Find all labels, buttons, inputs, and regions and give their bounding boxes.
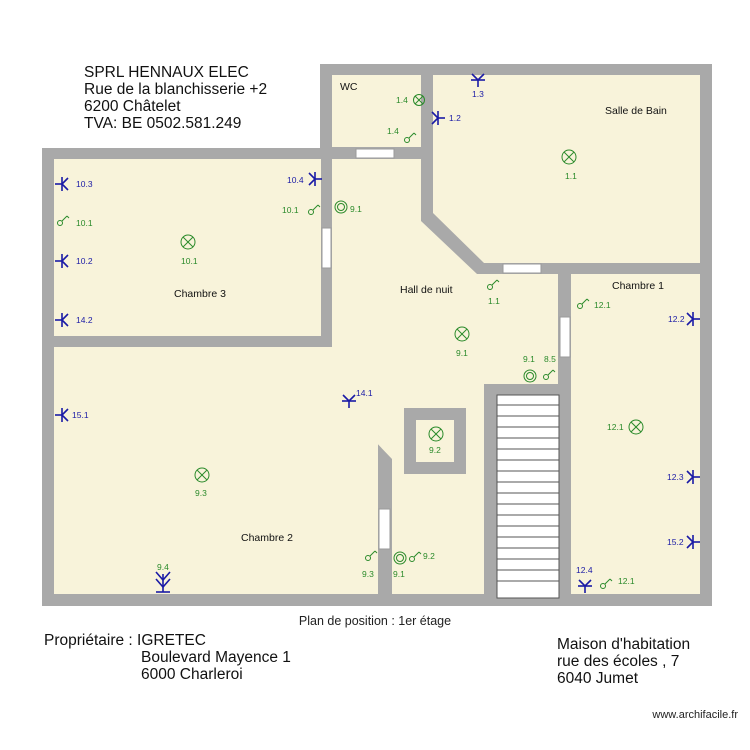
socket-icon — [578, 579, 592, 593]
house-city: 6040 Jumet — [557, 670, 638, 687]
light-point-icon — [628, 419, 644, 435]
symbol-label: 1.3 — [472, 89, 484, 99]
symbol-label: 15.2 — [667, 537, 684, 547]
symbol-label: 12.3 — [667, 472, 684, 482]
socket-icon — [55, 254, 69, 268]
room-name-wc: WC — [340, 81, 358, 93]
symbol-label: 9.1 — [456, 348, 468, 358]
door-wc — [355, 148, 395, 159]
room-name-salle-de-bain: Salle de Bain — [605, 105, 667, 117]
switch-icon — [308, 204, 321, 215]
symbol-label: 9.2 — [423, 551, 435, 561]
double-switch-icon — [393, 551, 407, 565]
house-block: Maison d'habitation rue des écoles , 7 6… — [557, 636, 690, 687]
staircase — [496, 394, 560, 599]
watermark-link[interactable]: www.archifacile.fr — [652, 709, 738, 721]
house-street: rue des écoles , 7 — [557, 653, 680, 670]
light-point-icon — [413, 94, 425, 106]
company-block: SPRL HENNAUX ELEC Rue de la blanchisseri… — [84, 64, 267, 132]
symbol-label: 12.1 — [618, 576, 635, 586]
owner-address: Boulevard Mayence 1 6000 Charleroi — [141, 649, 291, 683]
light-point-icon — [428, 426, 444, 442]
symbol-label: 10.1 — [181, 256, 198, 266]
symbol-label: 14.2 — [76, 315, 93, 325]
tv-outlet-icon — [155, 571, 171, 593]
socket-icon — [55, 177, 69, 191]
symbol-label: 12.1 — [607, 422, 624, 432]
symbol-label: 1.2 — [449, 113, 461, 123]
socket-icon — [55, 408, 69, 422]
room-chambre-2 — [54, 347, 378, 594]
socket-icon — [471, 73, 485, 87]
door-chambre-3 — [321, 227, 332, 269]
symbol-label: 12.4 — [576, 565, 593, 575]
room-name-chambre-3: Chambre 3 — [174, 288, 226, 300]
socket-icon — [686, 470, 700, 484]
owner-city: 6000 Charleroi — [141, 666, 243, 683]
room-name-chambre-2: Chambre 2 — [241, 532, 293, 544]
symbol-label: 10.3 — [76, 179, 93, 189]
switch-icon — [404, 132, 417, 143]
symbol-label: 9.1 — [350, 204, 362, 214]
switch-icon — [365, 550, 378, 561]
socket-icon — [686, 312, 700, 326]
company-city: 6200 Châtelet — [84, 98, 181, 115]
symbol-label: 1.4 — [396, 95, 408, 105]
plan-caption: Plan de position : 1er étage — [298, 614, 452, 628]
room-chambre-3 — [54, 159, 321, 336]
symbol-label: 12.2 — [668, 314, 685, 324]
room-name-hall: Hall de nuit — [400, 284, 453, 296]
room-wc — [332, 75, 421, 147]
symbol-label: 8.5 — [544, 354, 556, 364]
house-type: Maison d'habitation — [557, 636, 691, 653]
doors — [321, 148, 571, 550]
symbol-label: 1.1 — [488, 296, 500, 306]
switch-icon — [577, 298, 590, 309]
symbol-label: 15.1 — [72, 410, 89, 420]
owner-street: Boulevard Mayence 1 — [141, 649, 291, 666]
symbol-label: 12.1 — [594, 300, 611, 310]
room-name-chambre-1: Chambre 1 — [612, 280, 664, 292]
symbol-label: 9.4 — [157, 562, 169, 572]
symbol-label: 14.1 — [356, 388, 373, 398]
room-salle-de-bain — [433, 75, 700, 263]
door-chambre-2 — [378, 508, 391, 550]
double-switch-icon — [334, 200, 348, 214]
socket-icon — [342, 394, 356, 408]
light-point-icon — [454, 326, 470, 342]
room-hall-de-nuit — [332, 159, 558, 594]
symbol-label: 10.1 — [76, 218, 93, 228]
switch-icon — [543, 369, 556, 380]
light-point-icon — [180, 234, 196, 250]
symbol-label: 9.3 — [195, 488, 207, 498]
symbol-label: 1.4 — [387, 126, 399, 136]
switch-icon — [57, 215, 70, 226]
light-point-icon — [561, 149, 577, 165]
socket-icon — [55, 313, 69, 327]
symbol-label: 10.2 — [76, 256, 93, 266]
symbol-label: 1.1 — [565, 171, 577, 181]
switch-icon — [487, 279, 500, 290]
socket-icon — [308, 172, 322, 186]
switch-icon — [600, 578, 613, 589]
symbol-label: 10.4 — [287, 175, 304, 185]
switch-icon — [409, 551, 422, 562]
socket-icon — [431, 111, 445, 125]
company-street: Rue de la blanchisserie +2 — [84, 81, 268, 98]
light-point-icon — [194, 467, 210, 483]
door-salle-de-bain — [502, 263, 542, 274]
owner-label: Propriétaire : IGRETEC — [44, 632, 206, 649]
symbol-label: 9.1 — [523, 354, 535, 364]
company-name: SPRL HENNAUX ELEC — [84, 64, 249, 81]
company-vat: TVA: BE 0502.581.249 — [84, 115, 242, 132]
symbol-label: 9.2 — [429, 445, 441, 455]
door-chambre-1 — [559, 316, 571, 358]
double-switch-icon — [523, 369, 537, 383]
symbol-label: 9.3 — [362, 569, 374, 579]
symbol-label: 9.1 — [393, 569, 405, 579]
symbol-label: 10.1 — [282, 205, 299, 215]
socket-icon — [686, 535, 700, 549]
